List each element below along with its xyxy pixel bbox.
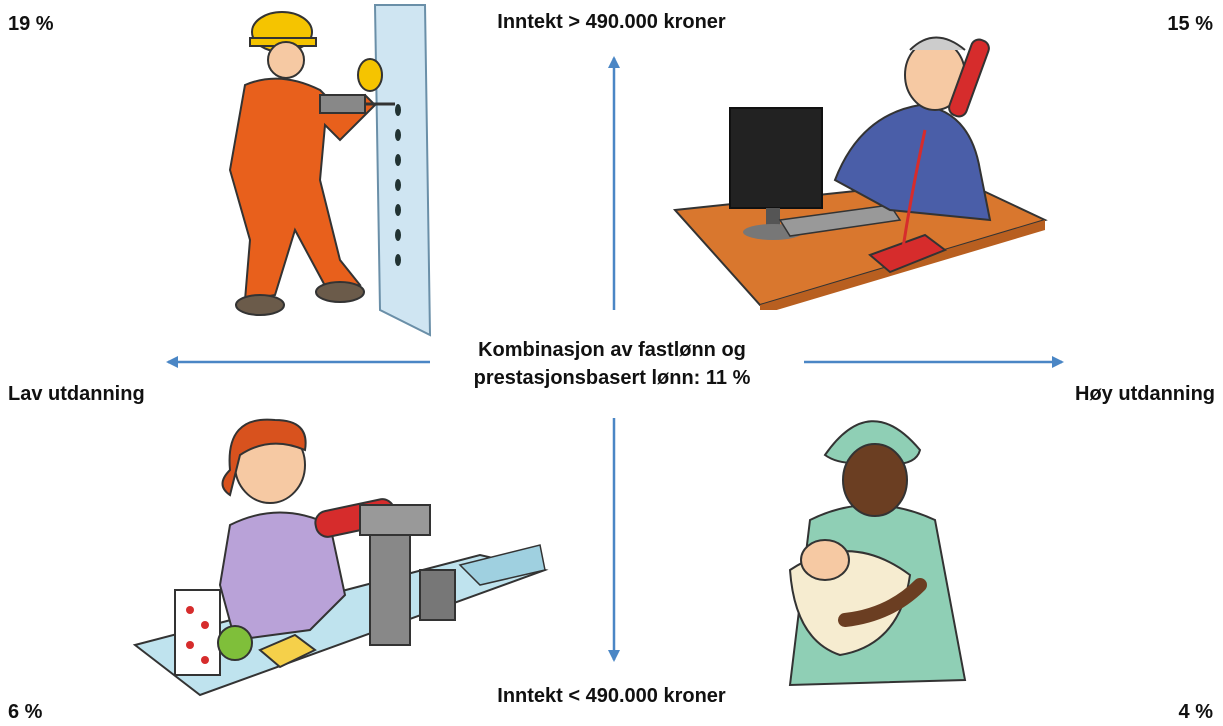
center-label-line-2: prestasjonsbasert lønn: 11 %: [473, 367, 751, 389]
axis-label-low-income: Inntekt < 490.000 kroner: [497, 685, 726, 707]
office-worker-illustration: [672, 36, 1048, 310]
top-right-percentage: 15 %: [1167, 13, 1213, 35]
top-left-percentage: 19 %: [8, 13, 54, 35]
bottom-left-percentage: 6 %: [8, 701, 43, 723]
axis-label-high-education: Høy utdanning: [1075, 383, 1215, 405]
center-label-line-1: Kombinasjon av fastlønn og: [478, 339, 746, 361]
axis-label-high-income: Inntekt > 490.000 kroner: [497, 11, 726, 33]
center-label: Kombinasjon av fastlønn og prestasjonsba…: [441, 336, 783, 392]
nurse-illustration: [788, 420, 967, 687]
construction-worker-illustration: [228, 4, 432, 337]
cashier-illustration: [132, 418, 549, 697]
axis-label-low-education: Lav utdanning: [8, 383, 145, 405]
bottom-right-percentage: 4 %: [1178, 701, 1213, 723]
